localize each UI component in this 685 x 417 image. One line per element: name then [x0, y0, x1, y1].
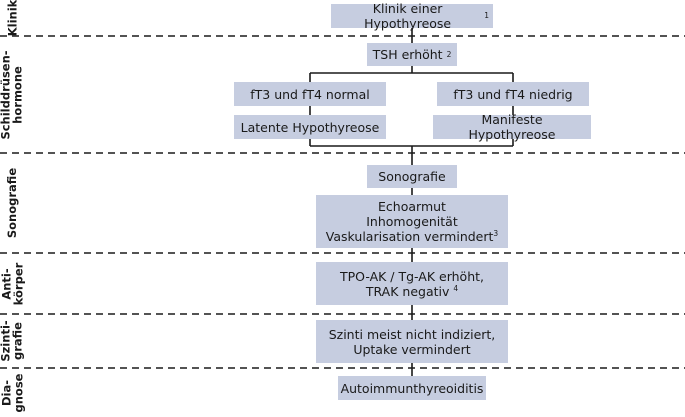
node-sonografie-befunde: Echoarmut Inhomogenität Vaskularisation … [316, 195, 508, 248]
node-tsh-erhoeht: TSH erhöht 2 [367, 43, 457, 66]
node-antikoerper: TPO-AK / Tg-AK erhöht, TRAK negativ 4 [316, 262, 508, 305]
section-label-klinik: Klinik [5, 0, 20, 37]
section-label-diagnose: Dia-gnose [0, 373, 25, 412]
section-label-sonografie: Sonografie [5, 167, 20, 239]
node-autoimmunthyreoiditis: Autoimmunthyreoiditis [338, 376, 486, 400]
node-manifeste-hypothyreose: Manifeste Hypothyreose [433, 112, 591, 142]
section-label-szintigrafie: Szinti-grafie [0, 320, 26, 362]
node-ft3-ft4-normal: fT3 und fT4 normal [234, 82, 386, 106]
node-ft3-ft4-niedrig: fT3 und fT4 niedrig [437, 82, 589, 106]
node-klinik-hypothyreose: Klinik einer Hypothyreose 1 [331, 1, 493, 31]
section-label-schilddruesenhormone: Schilddrüsen-hormone [0, 49, 26, 140]
node-sonografie: Sonografie [367, 165, 457, 188]
node-latente-hypothyreose: Latente Hypothyreose [234, 115, 386, 139]
section-label-antikoerper: Anti-körper [0, 262, 25, 305]
node-szintigrafie: Szinti meist nicht indiziert, Uptake ver… [316, 320, 508, 363]
